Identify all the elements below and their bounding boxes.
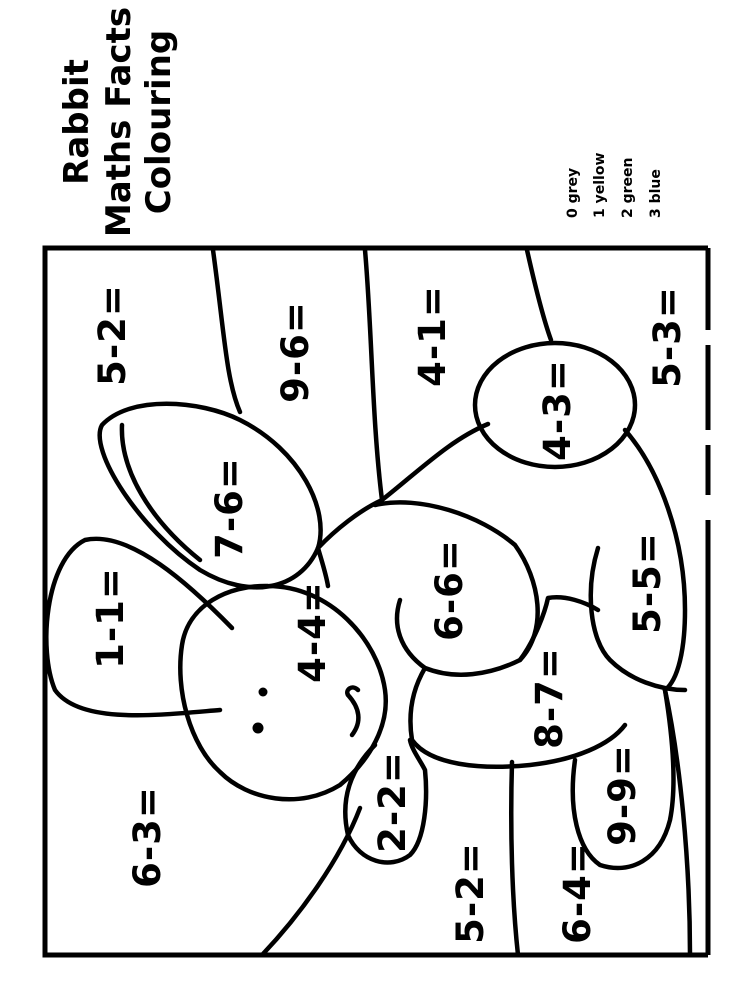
rabbit-head-top <box>315 545 331 589</box>
sum-front-paw: 2-2= <box>371 751 414 853</box>
rabbit-hind-leg[interactable] <box>588 545 688 693</box>
rabbit-front-ear[interactable] <box>44 536 235 718</box>
sky-curve-3 <box>524 247 554 343</box>
ground-curve-2 <box>509 759 521 958</box>
legend-item-blue: 3 blue <box>648 169 664 218</box>
legend-item-green: 2 green <box>620 158 636 219</box>
title-line-colouring: Colouring <box>139 30 179 215</box>
sum-ground-left: 6-3= <box>126 786 169 888</box>
sum-belly: 8-7= <box>528 647 571 749</box>
rabbit-tail[interactable] <box>472 340 638 470</box>
page-title: Rabbit Maths Facts Colouring <box>57 7 179 237</box>
title-line-rabbit: Rabbit <box>57 59 97 185</box>
rabbit <box>44 340 688 871</box>
sum-sky-top-left: 5-2= <box>91 284 134 386</box>
sky-curve-1 <box>210 247 243 415</box>
rabbit-mouth-curl <box>345 685 361 698</box>
rabbit-mouth <box>345 692 361 738</box>
sum-sky-upper: 9-6= <box>274 301 317 403</box>
rabbit-back-foot[interactable] <box>570 687 676 871</box>
rabbit-front-paw[interactable] <box>343 737 429 865</box>
rabbit-back-lower <box>622 427 688 693</box>
sum-back-foot: 9-9= <box>601 744 644 846</box>
sum-sky-right: 5-3= <box>646 286 689 388</box>
sky-curve-2 <box>362 247 385 503</box>
rabbit-body-outline[interactable] <box>315 421 491 551</box>
ground-curve-1 <box>259 805 363 958</box>
maths-sums: 5-2= 9-6= 4-1= 5-3= 7-6= 1-1= 4-4= 4-3= … <box>89 284 689 944</box>
sum-ground-bottom: 5-2= <box>449 842 492 944</box>
rabbit-back-ear[interactable] <box>97 401 323 590</box>
legend-item-grey: 0 grey <box>565 168 581 218</box>
sum-sky-middle: 4-1= <box>411 285 454 387</box>
rabbit-belly-top <box>517 595 601 663</box>
sum-head: 4-4= <box>291 581 334 683</box>
sum-front-ear: 1-1= <box>89 567 132 669</box>
rabbit-eye-right <box>252 722 264 734</box>
sum-hind-leg: 5-5= <box>626 532 669 634</box>
colour-key-legend: 0 grey 1 yellow 2 green 3 blue <box>565 153 664 218</box>
sum-tail: 4-3= <box>536 359 579 461</box>
rabbit-head[interactable] <box>178 583 389 802</box>
sum-body: 6-6= <box>428 539 471 641</box>
picture-frame <box>42 245 711 958</box>
legend-item-yellow: 1 yellow <box>592 153 608 218</box>
rabbit-belly[interactable] <box>408 665 628 769</box>
sum-back-ear: 7-6= <box>208 457 251 559</box>
rabbit-back-ear-fold <box>119 422 203 563</box>
rabbit-eye-left <box>258 687 268 697</box>
sum-ground-bottom-right: 6-4= <box>556 842 599 944</box>
title-line-maths-facts: Maths Facts <box>99 7 139 237</box>
